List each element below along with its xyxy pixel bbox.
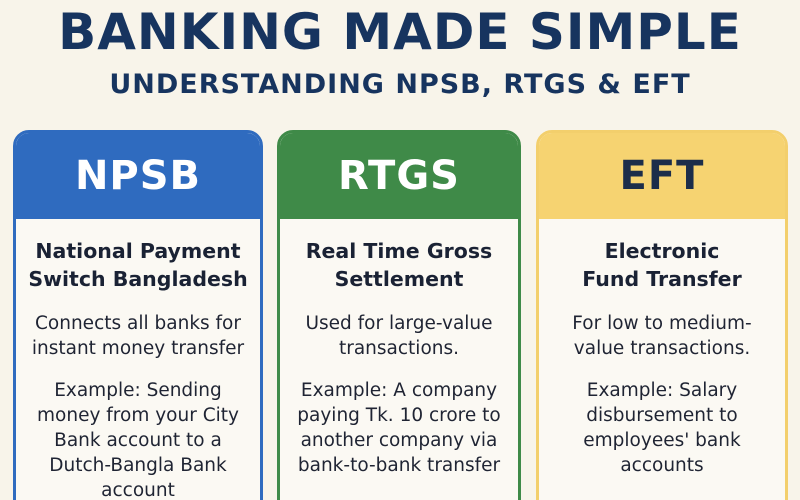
card-example-line: bank-to-bank transfer [297,455,501,476]
card-example-line: accounts [620,455,704,476]
card-example-line: Example: Salary [586,380,738,401]
card-description-line: Used for large-value [305,313,493,334]
page-title: BANKING MADE SIMPLE [58,3,742,61]
card-full-name: National Payment Switch Bangladesh [22,237,254,293]
card-full-name: Electronic Fund Transfer [545,237,779,293]
card-example-line: Bank account to a [54,430,222,451]
card-body: National Payment Switch Bangladesh Conne… [16,219,260,500]
card-example-line: paying Tk. 10 crore to [297,405,501,426]
card-description-line: transactions. [338,338,460,359]
card-description: Connects all banks for instant money tra… [22,311,254,361]
page-subtitle: UNDERSTANDING NPSB, RTGS & EFT [109,69,691,100]
card-rtgs: RTGS Real Time Gross Settlement Used for… [277,130,521,500]
card-description-line: Connects all banks for [35,313,241,334]
card-npsb: NPSB National Payment Switch Bangladesh … [13,130,263,500]
card-example-line: disbursement to [586,405,738,426]
card-example-line: Dutch-Bangla Bank [49,455,227,476]
card-example-line: another company via [300,430,498,451]
card-example-line: employees' bank [583,430,741,451]
card-description: Used for large-value transactions. [286,311,512,361]
card-full-name-line: Real Time Gross [305,239,493,263]
card-example: Example: Sending money from your City Ba… [22,378,254,500]
card-example-line: Example: Sending [54,380,222,401]
card-full-name-line: Fund Transfer [582,267,742,291]
card-body: Electronic Fund Transfer For low to medi… [539,219,785,478]
card-description-line: value transactions. [573,338,751,359]
card-full-name-line: Settlement [334,267,464,291]
card-example-line: account [101,480,175,500]
card-full-name: Real Time Gross Settlement [286,237,512,293]
card-description-line: For low to medium- [572,313,752,334]
card-acronym: EFT [539,133,785,219]
card-example: Example: A company paying Tk. 10 crore t… [286,378,512,478]
card-acronym: RTGS [280,133,518,219]
card-full-name-line: Switch Bangladesh [28,267,248,291]
card-example: Example: Salary disbursement to employee… [545,378,779,478]
card-acronym: NPSB [16,133,260,219]
card-description: For low to medium- value transactions. [545,311,779,361]
card-eft: EFT Electronic Fund Transfer For low to … [536,130,788,500]
card-example-line: Example: A company [300,380,498,401]
card-full-name-line: National Payment [35,239,241,263]
card-full-name-line: Electronic [604,239,720,263]
card-body: Real Time Gross Settlement Used for larg… [280,219,518,478]
card-description-line: instant money transfer [31,338,245,359]
card-example-line: money from your City [37,405,239,426]
